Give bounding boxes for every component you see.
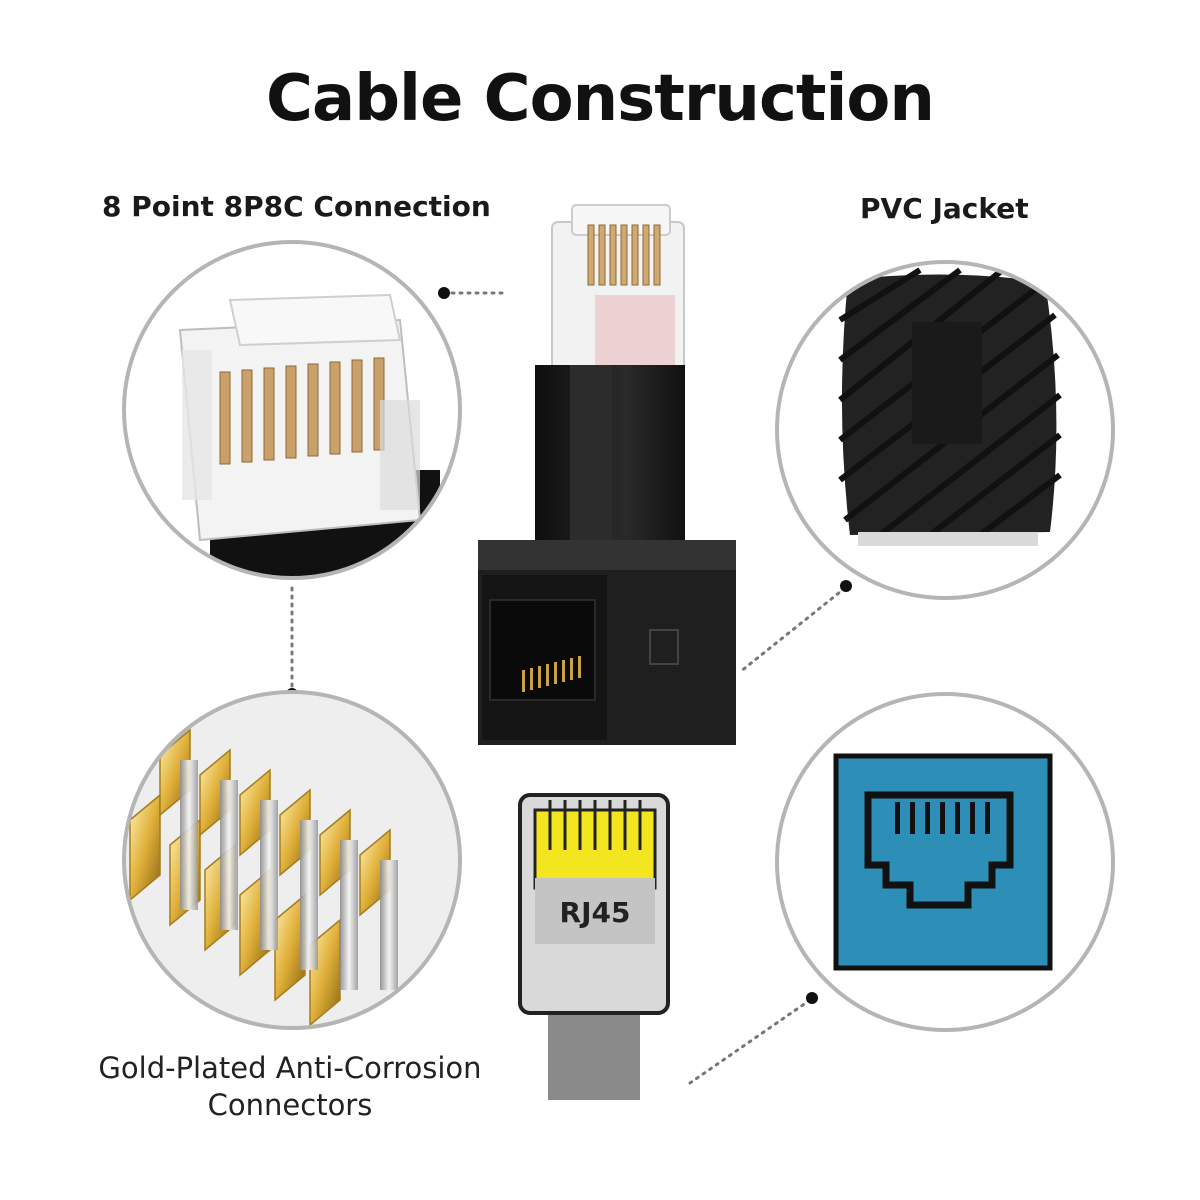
ethernet-port-icon [775, 692, 1115, 1032]
leader-bottom-right [688, 998, 812, 1085]
leader-dot-3 [840, 580, 852, 592]
caption-line-2: Connectors [207, 1088, 373, 1122]
leader-dot-4 [806, 992, 818, 1004]
callout-gold-plated-connectors: Gold-Plated Anti-Corrosion Connectors [80, 1050, 500, 1124]
gold-contacts-photo [122, 690, 462, 1030]
dotted-leader-lines [290, 291, 847, 1085]
transparent-plug-photo [122, 240, 462, 580]
leader-dot-1 [438, 287, 450, 299]
page-title: Cable Construction [266, 62, 935, 136]
rj45-plug-icon: RJ45 [518, 793, 670, 1100]
caption-line-1: Gold-Plated Anti-Corrosion [98, 1051, 482, 1085]
callout-pvc-jacket: PVC Jacket [860, 192, 1029, 225]
leader-right-adapter [738, 586, 847, 674]
callout-8p8c-connection: 8 Point 8P8C Connection [102, 190, 491, 223]
rj45-label: RJ45 [560, 896, 631, 929]
pvc-jacket-photo [775, 260, 1115, 600]
adapter-photo [478, 204, 736, 745]
